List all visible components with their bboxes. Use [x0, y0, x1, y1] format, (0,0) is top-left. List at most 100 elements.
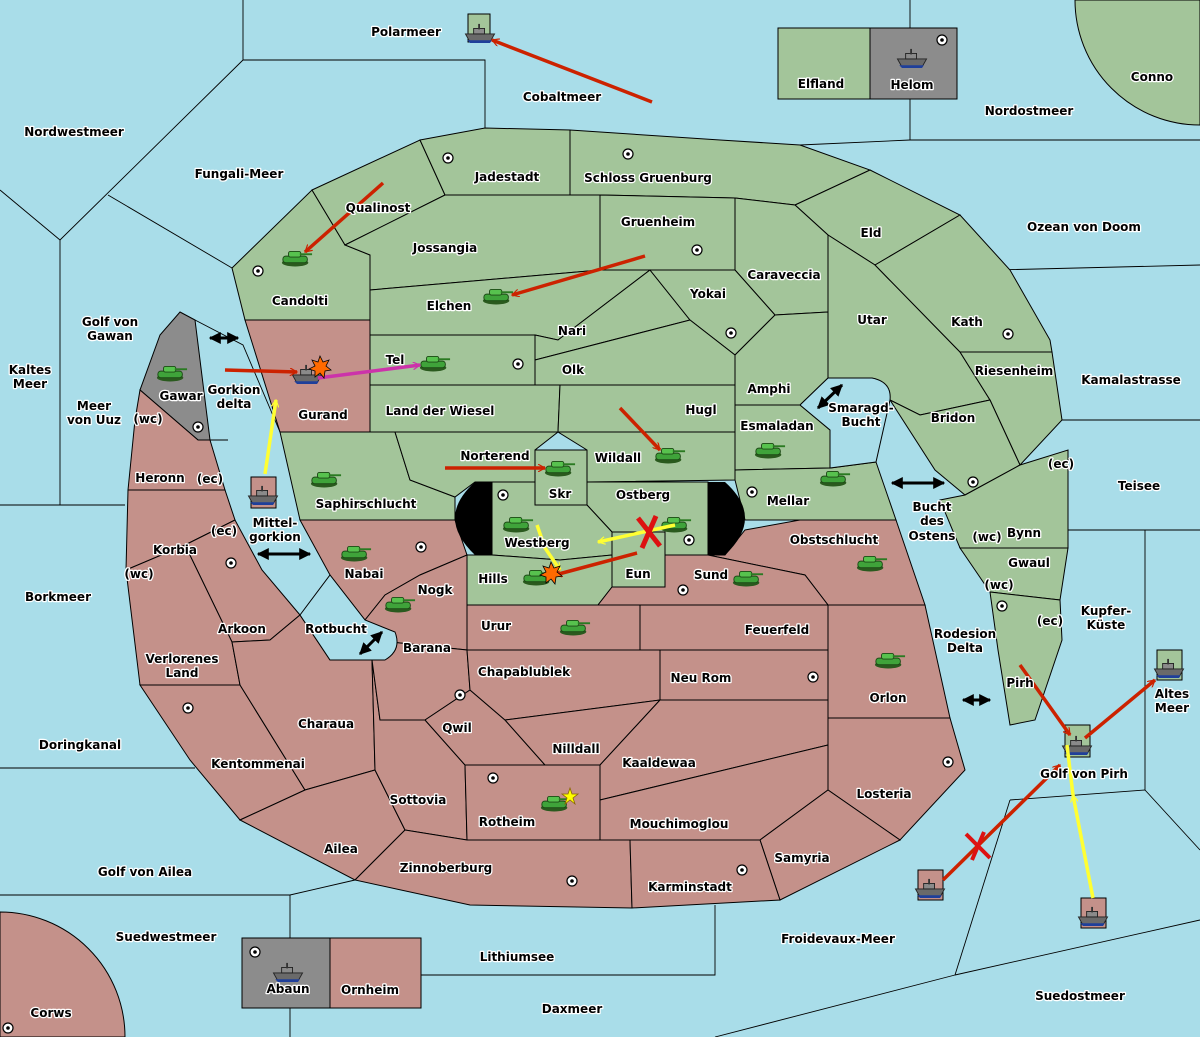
- territory-label: Helom: [890, 78, 933, 92]
- supply-center-icon: [225, 557, 237, 569]
- territory-label: Rodesion: [934, 627, 996, 641]
- territory-jadestadt[interactable]: [419, 127, 571, 196]
- supply-center-icon: [249, 946, 261, 958]
- territory-label: Kentommenai: [211, 757, 305, 771]
- territory-ornheim[interactable]: [329, 937, 422, 1009]
- supply-center-icon: [736, 864, 748, 876]
- territory-label: Qwil: [442, 721, 472, 735]
- supply-center-icon: [442, 152, 454, 164]
- territory-sund[interactable]: [596, 554, 830, 606]
- territory-riesenheim[interactable]: [959, 351, 1063, 466]
- territory-losteria[interactable]: [827, 717, 966, 841]
- territory-label: Doringkanal: [39, 738, 121, 752]
- territory-label: Olk: [562, 363, 585, 377]
- move-arrow: [224, 370, 297, 372]
- territory-conno[interactable]: [1074, 0, 1200, 126]
- territory-label: Saphirschlucht: [316, 497, 417, 511]
- territory-label: Smaragd-: [828, 401, 893, 415]
- territory-wildall[interactable]: [556, 431, 736, 483]
- territory-gruenheim[interactable]: [599, 194, 736, 271]
- adjacency-arrows: [208, 332, 992, 706]
- territory-label: (ec): [211, 524, 237, 538]
- supply-center-icon: [677, 584, 689, 596]
- territory-label: Kamalastrasse: [1081, 373, 1181, 387]
- failed-order-x-icon: [636, 514, 662, 550]
- star-icon: [560, 786, 580, 806]
- territory-pirh[interactable]: [989, 591, 1063, 726]
- territory-label: Lithiumsee: [480, 950, 555, 964]
- supply-center-icon: [454, 689, 466, 701]
- supply-center-icon: [996, 600, 1008, 612]
- territory-label: Mittel-: [253, 516, 298, 530]
- supply-center-icon: [566, 875, 578, 887]
- territory-label: Nordostmeer: [985, 104, 1074, 118]
- territory-corws[interactable]: [0, 911, 126, 1037]
- territory-label: Norterend: [460, 449, 529, 463]
- territory-label: Corws: [30, 1006, 71, 1020]
- territory-label: Mouchimoglou: [630, 817, 729, 831]
- territory-label: Teisee: [1118, 479, 1160, 493]
- supply-center-icon: [942, 756, 954, 768]
- territory-label: Land der Wiesel: [386, 404, 495, 418]
- territory-label: Meer: [77, 399, 111, 413]
- territory-label: Cobaltmeer: [523, 90, 601, 104]
- support-arrow: [535, 524, 562, 570]
- territory-label: Gruenheim: [621, 215, 695, 229]
- territory-label: Nogk: [418, 583, 454, 597]
- territory-label: Ornheim: [341, 983, 399, 997]
- territory-label: gorkion: [249, 530, 301, 544]
- territory-label: Gurand: [298, 408, 348, 422]
- territory-label: Pirh: [1006, 676, 1033, 690]
- territory-label: Yokai: [689, 287, 726, 301]
- supply-center-icon: [192, 421, 204, 433]
- territory-label: Skr: [549, 487, 572, 501]
- effects: [307, 354, 580, 806]
- territory-label: Bridon: [931, 411, 976, 425]
- territory-label: Gwaul: [1008, 556, 1050, 570]
- territory-label: Kaaldewaa: [622, 756, 696, 770]
- territory-label: Golf von Ailea: [98, 865, 192, 879]
- territory-label: Abaun: [266, 982, 309, 996]
- territory-label: Jadestadt: [474, 170, 540, 184]
- convoy-arrow: [317, 365, 420, 380]
- territory-mellar[interactable]: [734, 461, 897, 521]
- territory-label: Eld: [861, 226, 882, 240]
- move-arrow: [1018, 663, 1072, 737]
- territory-label: Riesenheim: [975, 364, 1054, 378]
- territory-label: Jossangia: [412, 241, 477, 255]
- support-arrow: [263, 400, 276, 475]
- territory-label: Land: [166, 666, 199, 680]
- territory-label: Orlon: [869, 691, 906, 705]
- territory-label: Kaltes: [9, 363, 52, 377]
- support-arrow: [598, 523, 676, 542]
- supply-center-icon: [415, 541, 427, 553]
- territory-label: Barana: [403, 641, 451, 655]
- territory-label: Heronn: [135, 471, 184, 485]
- territory-karminstadt[interactable]: [629, 839, 781, 909]
- supply-center-icon: [622, 148, 634, 160]
- territory-label: Qualinost: [346, 201, 411, 215]
- territory-label: Arkoon: [218, 622, 266, 636]
- territory-label: Candolti: [272, 294, 328, 308]
- territory-label: Nordwestmeer: [24, 125, 124, 139]
- move-arrow: [941, 763, 1062, 882]
- territory-label: Neu Rom: [671, 671, 732, 685]
- territory-label: Ostens: [909, 529, 956, 543]
- territory-label: Westberg: [504, 536, 569, 550]
- territory-label: Ozean von Doom: [1027, 220, 1141, 234]
- territory-label: Ostberg: [616, 488, 670, 502]
- territory-label: Verlorenes: [146, 652, 219, 666]
- supply-center-icon: [725, 327, 737, 339]
- double-arrow-icon: [358, 630, 384, 656]
- territory-label: (wc): [972, 530, 1001, 544]
- territory-label: Wildall: [595, 451, 641, 465]
- orders: [224, 40, 1157, 899]
- territory-label: delta: [217, 397, 252, 411]
- territory-label: Nari: [558, 324, 586, 338]
- territory-label: (wc): [984, 578, 1013, 592]
- territory-label: (wc): [124, 567, 153, 581]
- territory-label: Altes: [1155, 687, 1189, 701]
- territory-label: Charaua: [298, 717, 354, 731]
